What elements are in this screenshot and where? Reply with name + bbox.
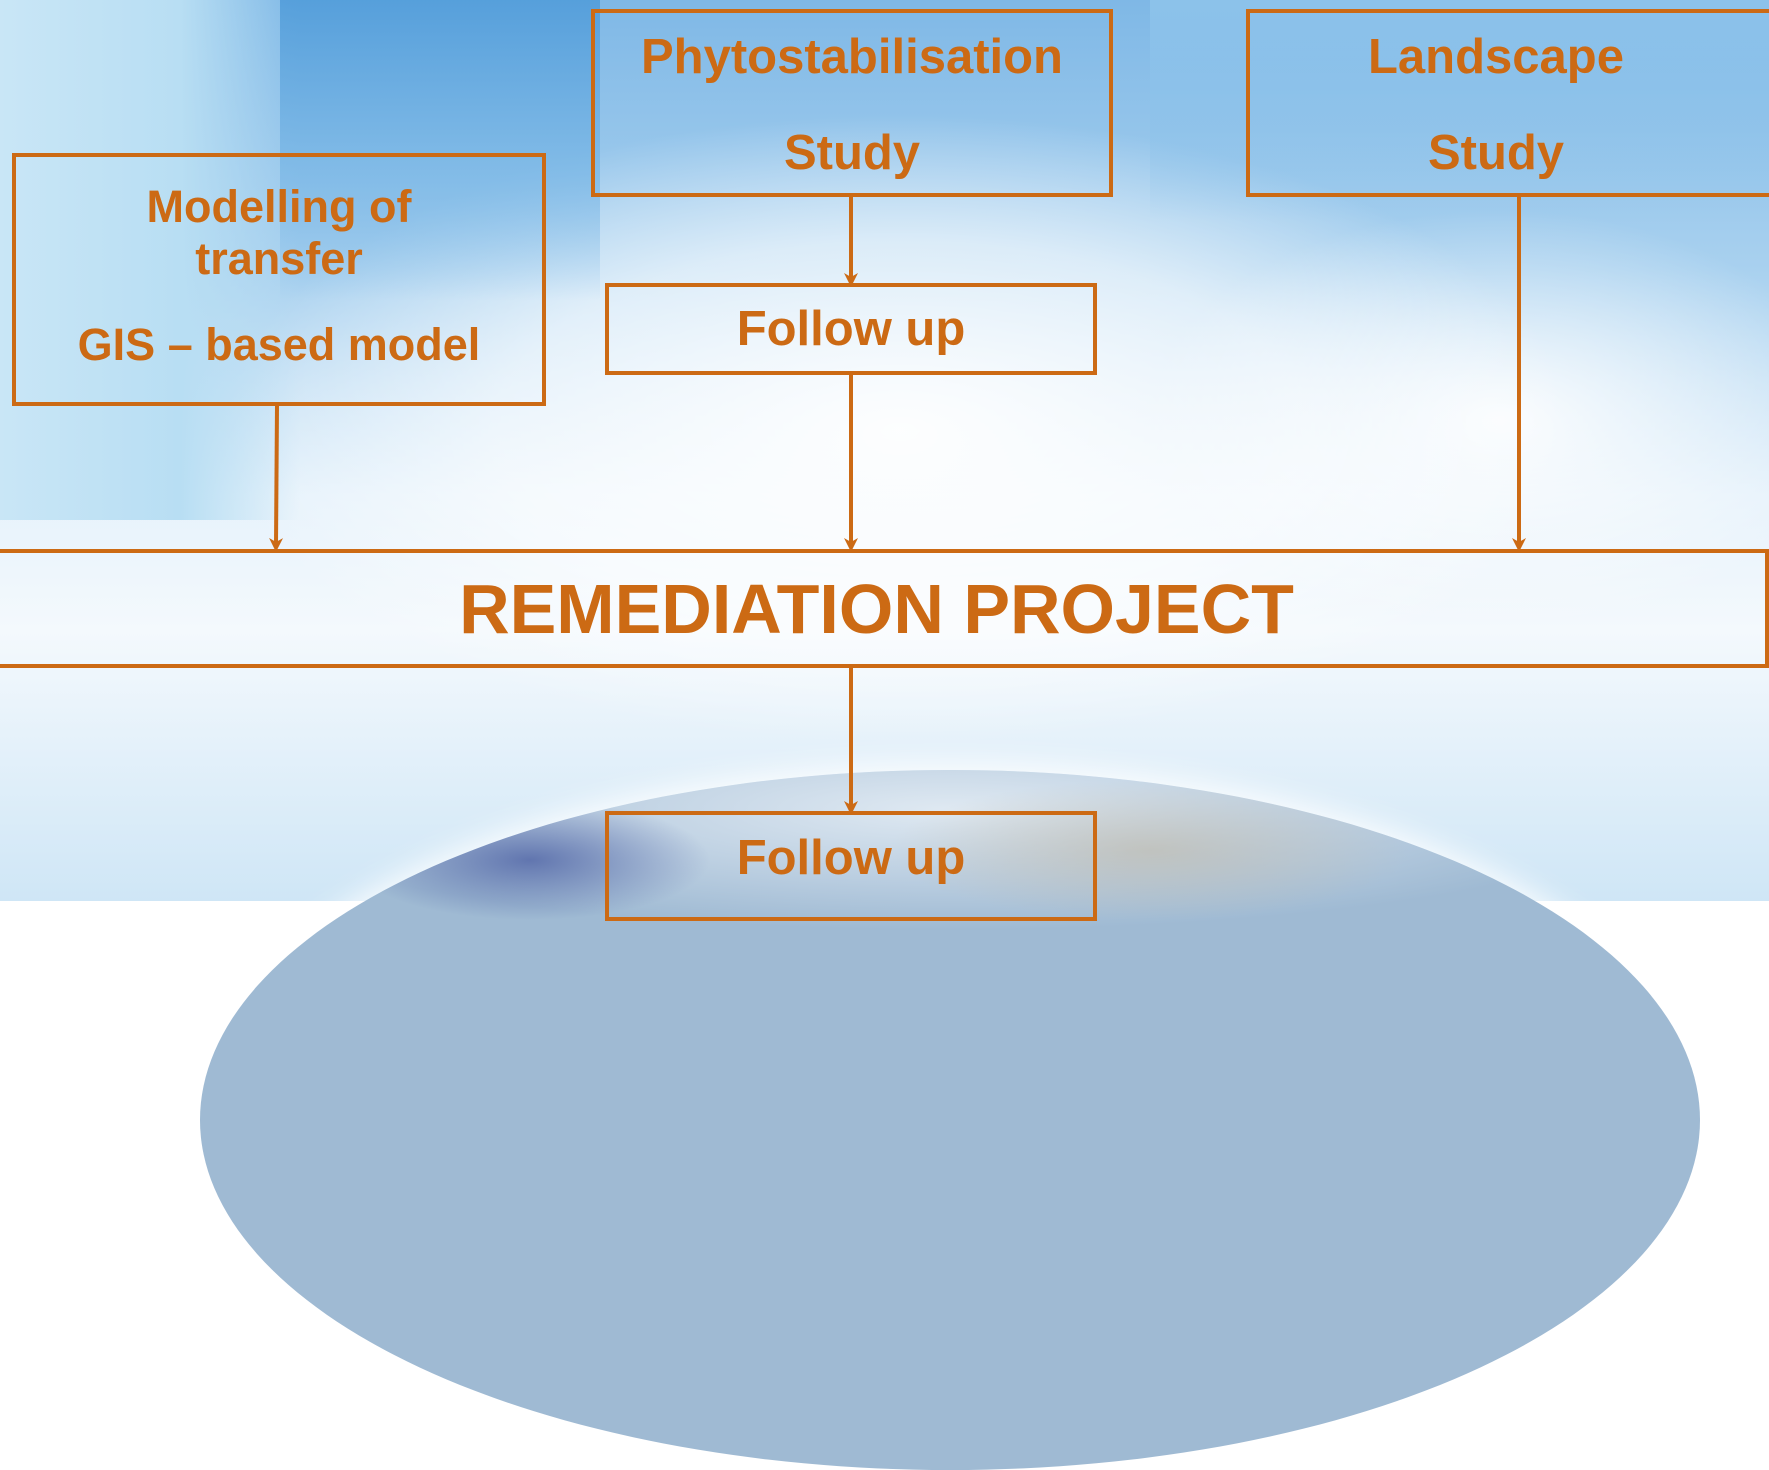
- arrow-modelling-to-remediation: [269, 404, 284, 552]
- modelling-box-line-3: GIS – based model: [77, 319, 481, 370]
- remediation-project-box: REMEDIATION PROJECT: [0, 549, 1769, 668]
- background-blue-band: [280, 0, 600, 300]
- modelling-of-transfer-box: Modelling of transfer GIS – based model: [12, 153, 546, 406]
- phytostabilisation-study-box: Phytostabilisation Study: [591, 9, 1113, 197]
- modelling-box-line-1: Modelling of: [146, 181, 412, 232]
- landscape-box-line-1: Landscape: [1368, 30, 1624, 84]
- follow-up-top-label: Follow up: [736, 302, 966, 356]
- background-light-band: [0, 0, 300, 520]
- follow-up-bottom-label: Follow up: [736, 831, 966, 885]
- follow-up-bottom-box: Follow up: [605, 811, 1097, 921]
- background-sky-gradient: [1150, 0, 1769, 220]
- landscape-study-box: Landscape Study: [1246, 9, 1769, 197]
- landscape-box-line-2: Study: [1427, 126, 1565, 180]
- remediation-project-label: REMEDIATION PROJECT: [459, 570, 1294, 648]
- phyto-box-line-1: Phytostabilisation: [640, 30, 1063, 84]
- follow-up-top-box: Follow up: [605, 283, 1097, 375]
- modelling-box-line-2: transfer: [195, 233, 363, 284]
- phyto-box-line-2: Study: [783, 126, 921, 180]
- connector-arrows: [269, 196, 1526, 815]
